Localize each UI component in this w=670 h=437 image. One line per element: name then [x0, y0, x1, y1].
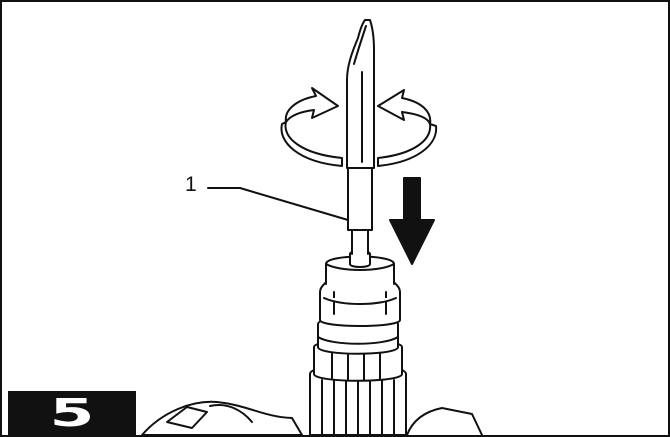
screwdriver-bit [346, 19, 375, 255]
drill-body [141, 400, 483, 435]
callout-number-label: 1 [185, 173, 197, 196]
callout-leader-line [207, 187, 349, 221]
step-number-badge: 5 [8, 391, 136, 435]
rotate-arrows-icon [280, 87, 438, 167]
chuck-head [319, 255, 401, 327]
step-number-text: 5 [49, 391, 95, 435]
arrow-down-icon [389, 177, 435, 265]
